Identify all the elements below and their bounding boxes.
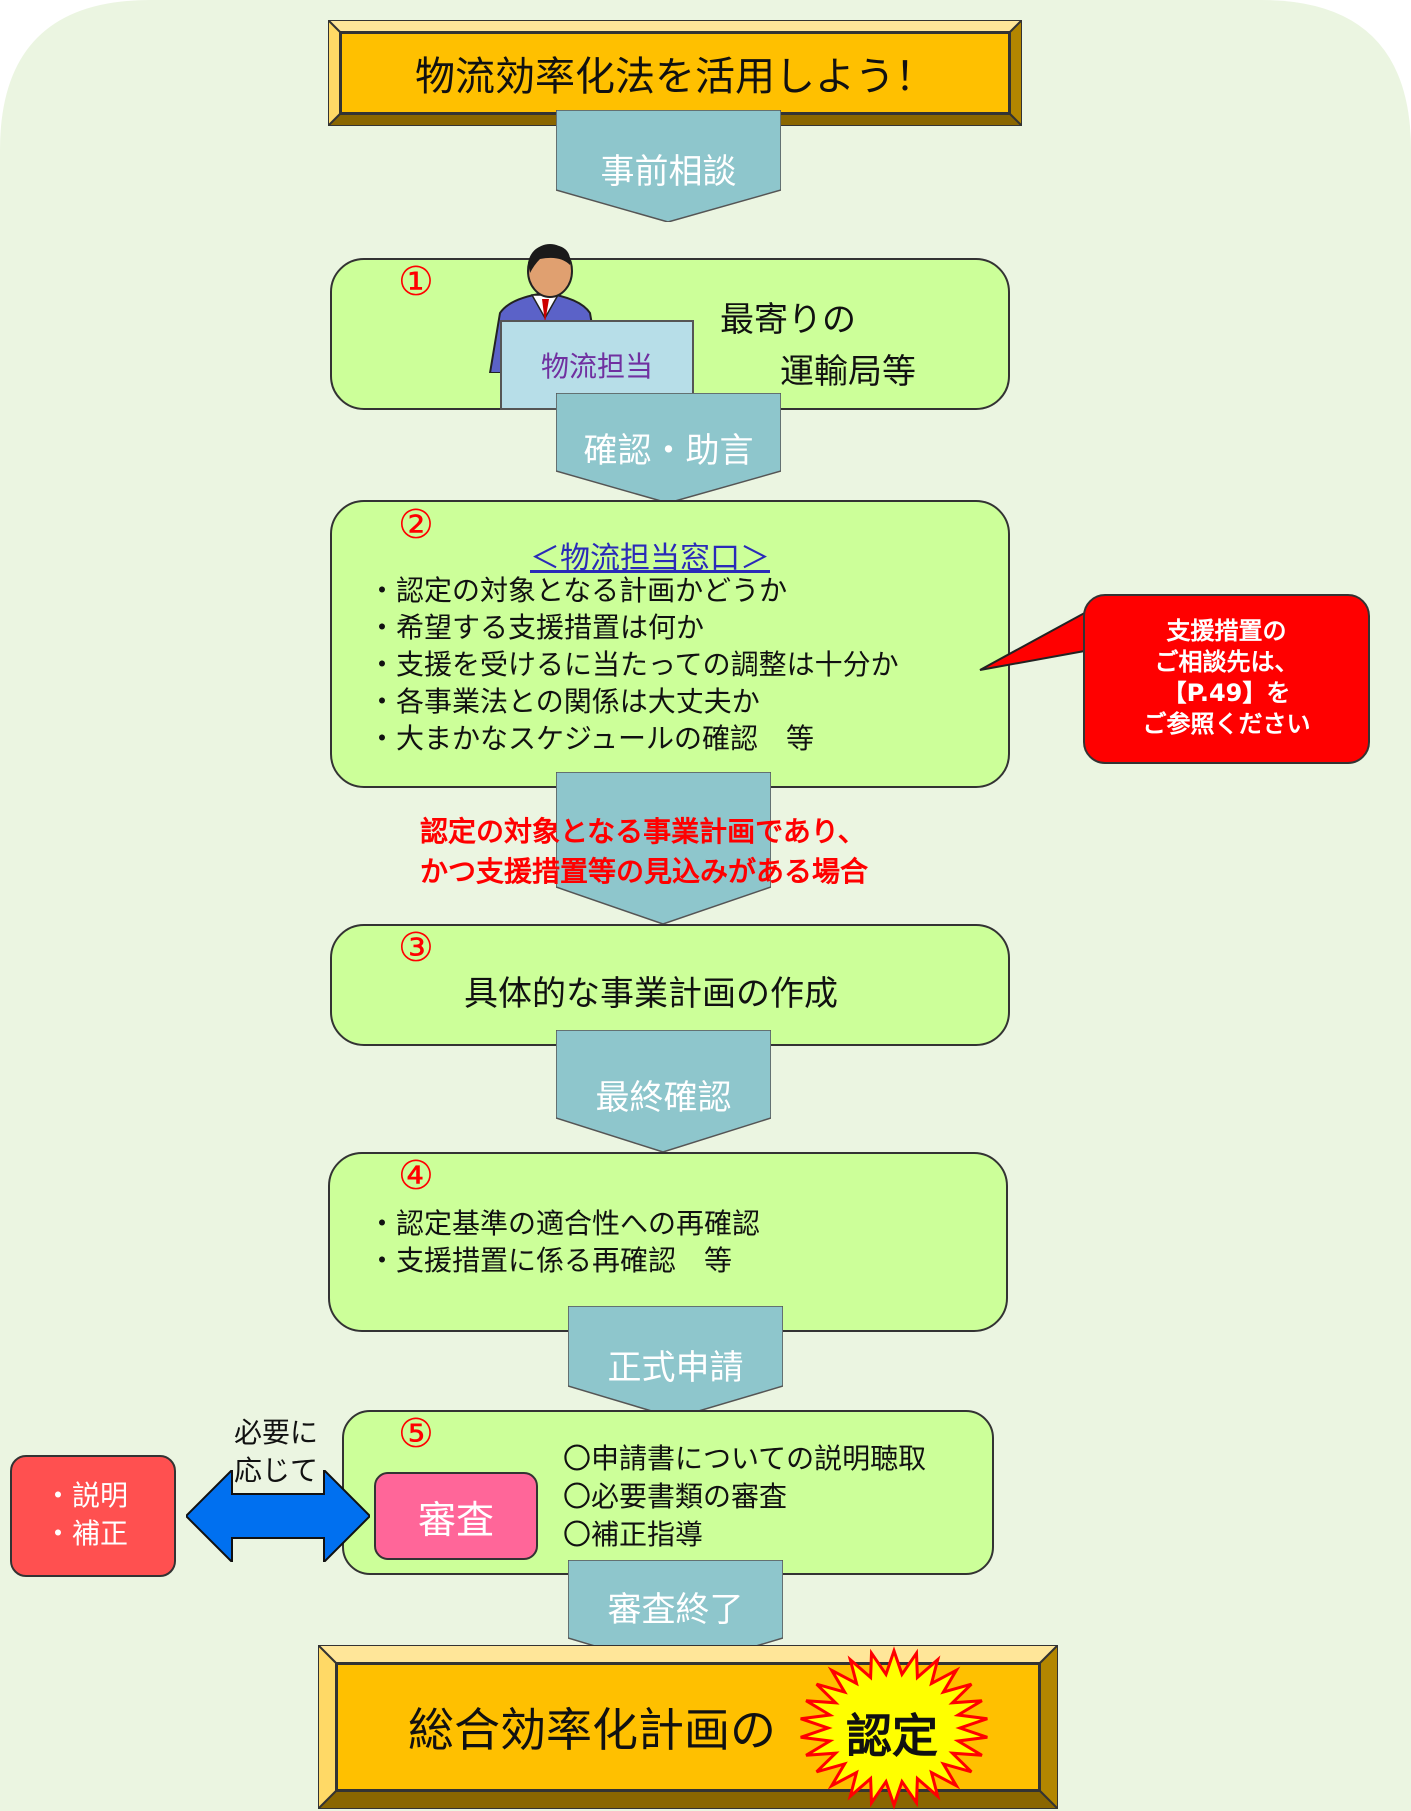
step2-bullet: ・大まかなスケジュールの確認 等 bbox=[368, 722, 815, 755]
callout-box: 支援措置の ご相談先は、 【P.49】を ご参照ください bbox=[1083, 594, 1370, 764]
arrow-confirm-advice: 確認・助言 bbox=[556, 393, 781, 503]
step3-text: 具体的な事業計画の作成 bbox=[464, 974, 838, 1014]
step2-bullet: ・認定の対象となる計画かどうか bbox=[368, 574, 788, 607]
burst-label: 認定 bbox=[846, 1709, 938, 1763]
step1-text-line2: 運輸局等 bbox=[780, 352, 916, 392]
double-arrow bbox=[186, 1470, 370, 1562]
step5-item: 〇申請書についての説明聴取 bbox=[563, 1442, 927, 1475]
step2-bullet: ・支援を受けるに当たっての調整は十分か bbox=[368, 648, 899, 681]
arrow-consultation: 事前相談 bbox=[556, 110, 781, 222]
condition-line: 認定の対象となる事業計画であり、 bbox=[420, 815, 866, 848]
side-box-line: ・説明 bbox=[44, 1479, 129, 1512]
review-badge-label: 審査 bbox=[417, 1497, 494, 1542]
step2-header: ＜物流担当窓口＞ bbox=[530, 541, 770, 576]
arrow-final-check: 最終確認 bbox=[556, 1030, 771, 1152]
side-note-line: 応じて bbox=[234, 1454, 319, 1487]
title-banner: 物流効率化法を活用しよう！ bbox=[328, 20, 1022, 126]
step5-item: 〇必要書類の審査 bbox=[563, 1480, 788, 1513]
step2-number: ② bbox=[398, 502, 434, 548]
step3-number: ③ bbox=[398, 925, 434, 971]
arrow-label: 事前相談 bbox=[600, 152, 737, 192]
review-badge: 審査 bbox=[374, 1472, 538, 1560]
step5-item: 〇補正指導 bbox=[563, 1518, 704, 1551]
step2-box bbox=[330, 500, 1010, 788]
condition-text: 認定の対象となる事業計画であり、 かつ支援措置等の見込みがある場合 bbox=[420, 812, 868, 892]
side-note: 必要に 応じて bbox=[234, 1414, 318, 1490]
step1-text-line1: 最寄りの bbox=[720, 300, 856, 340]
condition-line: かつ支援措置等の見込みがある場合 bbox=[420, 855, 869, 888]
step1-number: ① bbox=[398, 259, 434, 305]
step5-items: 〇申請書についての説明聴取 〇必要書類の審査 〇補正指導 bbox=[563, 1440, 926, 1554]
side-box-line: ・補正 bbox=[44, 1517, 129, 1550]
step4-bullets: ・認定基準の適合性への再確認 ・支援措置に係る再確認 等 bbox=[368, 1205, 760, 1279]
callout-pointer bbox=[979, 608, 1091, 671]
callout-line: ご参照ください bbox=[1142, 710, 1311, 738]
callout-line: 【P.49】を bbox=[1162, 679, 1291, 707]
page-title: 物流効率化法を活用しよう！ bbox=[415, 54, 935, 100]
step2-bullet: ・各事業法との関係は大丈夫か bbox=[368, 685, 760, 718]
callout-line: ご相談先は、 bbox=[1154, 648, 1299, 676]
burst-icon bbox=[800, 1646, 988, 1810]
step4-number: ④ bbox=[398, 1153, 434, 1199]
callout-line: 支援措置の bbox=[1166, 617, 1287, 645]
final-text: 総合効率化計画の bbox=[408, 1703, 776, 1757]
step2-bullet: ・希望する支援措置は何か bbox=[368, 611, 705, 644]
arrow-label: 審査終了 bbox=[607, 1590, 744, 1630]
arrow-label: 最終確認 bbox=[595, 1078, 732, 1118]
staff-badge-label: 物流担当 bbox=[540, 350, 653, 383]
arrow-label: 確認・助言 bbox=[583, 431, 754, 471]
arrow-condition bbox=[556, 772, 771, 924]
arrow-label: 正式申請 bbox=[607, 1348, 744, 1388]
side-box: ・説明 ・補正 bbox=[10, 1455, 176, 1577]
step5-number: ⑤ bbox=[398, 1411, 434, 1457]
step4-box bbox=[328, 1152, 1008, 1332]
step4-bullet: ・認定基準の適合性への再確認 bbox=[368, 1207, 761, 1240]
step4-bullet: ・支援措置に係る再確認 等 bbox=[368, 1244, 733, 1277]
step2-bullets: ・認定の対象となる計画かどうか ・希望する支援措置は何か ・支援を受けるに当たっ… bbox=[368, 572, 899, 757]
side-note-line: 必要に bbox=[234, 1416, 319, 1449]
arrow-review-complete: 審査終了 bbox=[568, 1560, 783, 1670]
arrow-formal-application: 正式申請 bbox=[568, 1306, 783, 1418]
